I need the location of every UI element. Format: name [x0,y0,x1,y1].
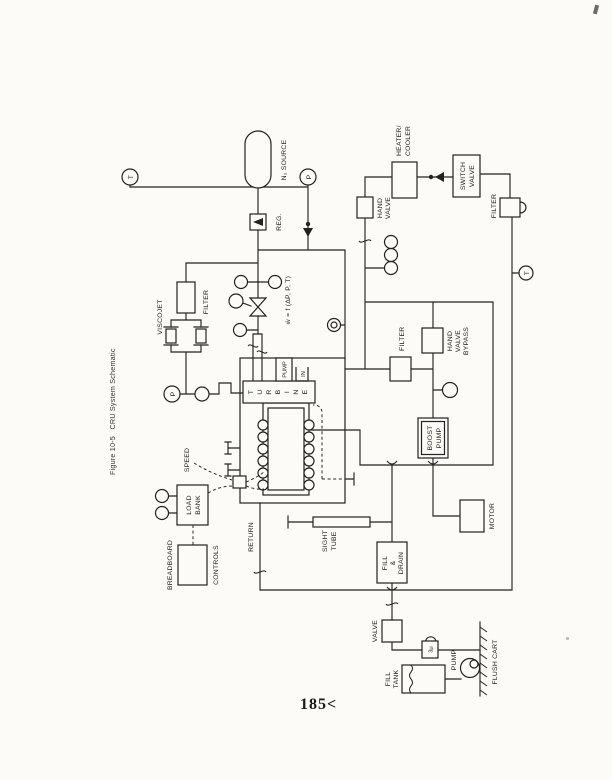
regulator-valve: REG. [249,213,283,231]
inlet-label: IN [301,371,307,377]
flush-cart-label: FLUSH CART [492,639,499,684]
sight-tube: SIGHT TUBE [312,516,371,552]
heater-cooler-label: COOLER [405,126,412,156]
instrumentation-leads: SPEED [184,404,346,494]
load-bank: LOAD BANK [154,484,209,526]
scan-artifact [592,4,600,15]
temp-sensor-gas: T [121,168,139,186]
hand-valve-bypass: HAND VALVE BYPASS [421,327,470,355]
line-break-marks [247,239,399,606]
n2-source-tank: N₂ SOURCE [244,130,288,189]
regulator-label: REG. [276,213,283,231]
press-sensor-gas-label: P [306,174,313,179]
gauge-manifold [383,234,399,276]
bypass-port [441,381,459,399]
mounting-posts [224,441,241,477]
turbine-letter: U [257,389,264,394]
hand-valve-label: HAND [377,198,384,218]
cart-pump: PUMP [451,649,481,679]
fill-drain-label: DRAIN [398,552,405,574]
turbine-letter: N [293,389,300,394]
pressure-tap [232,322,248,338]
hand-valve-bypass-label: BYPASS [463,327,470,355]
check-valve-gas-icon [303,221,313,237]
temp-sensor-loop-label: T [524,271,531,275]
turbine-letter: T [248,390,255,394]
pipe-network [129,173,520,680]
alternator-housing [262,402,310,496]
temp-sensor-loop: T [518,265,534,281]
fill-valve: VALVE [372,619,403,643]
filter-loop-label: FILTER [399,327,406,351]
controls-label: CONTROLS [213,545,220,585]
fill-tank-label: FILL [385,672,392,687]
cross-fitting [233,274,283,290]
n2-source-label: N₂ SOURCE [281,139,288,180]
boost-pump: BOOST PUMP [417,417,449,459]
cru-enclosure: T U R B I N E PUMP IN [224,357,346,504]
filter-top-right-label: FILTER [491,194,498,218]
fill-drain-label: & [390,560,397,565]
fill-drain: FILL & DRAIN [376,541,408,584]
motor: MOTOR [459,499,496,533]
turbine-letter: R [266,389,273,394]
turbine-letter: I [284,391,291,393]
breadboard-label: BREADBOARD [167,540,174,590]
heater-cooler: HEATER/ COOLER [391,125,418,199]
flush-cart-ground: FLUSH CART [479,621,499,697]
temp-sensor-gas-label: T [128,175,135,179]
hand-valve-label: VALVE [385,197,392,219]
fill-tank-label: TANK [393,669,400,688]
boost-pump-label: BOOST [427,425,434,450]
page-number: 185< [300,696,338,713]
rotated-schematic: N₂ SOURCE REG. T P [100,90,560,700]
heater-cooler-label: HEATER/ [396,125,403,156]
speed-label: SPEED [184,448,191,472]
viscojet-label: VISCOJET [157,299,164,334]
venturi-flowmeter [228,293,268,317]
sight-tube-label: SIGHT [322,530,329,552]
merge-junction-marks [386,460,439,591]
fill-valve-label: VALVE [372,620,379,642]
turbine-letter: E [302,389,309,394]
flow-equation: ẇ = f (ΔP, P, T) [285,276,292,325]
switch-valve-label: VALVE [469,165,476,187]
turbine-letter: B [275,389,282,394]
breadboard-controls: BREADBOARD CONTROLS [167,525,220,590]
filter-loop: FILTER [389,327,412,382]
fill-drain-label: FILL [382,556,389,571]
filter-top-right: FILTER [491,194,527,218]
boost-pump-label: PUMP [436,427,443,448]
scan-artifact [566,637,569,640]
press-sensor-bearing: P [163,385,210,403]
cart-pump-label: PUMP [451,649,458,670]
press-sensor-bearing-label: P [170,391,177,396]
pump-section-label: PUMP [283,361,289,378]
pump-section: PUMP IN [275,357,309,382]
return-label: RETURN [248,522,255,552]
micron-filter-label: 3μ [429,646,435,652]
viscojet-filter-branch: VISCOJET FILTER [157,281,210,346]
stator-coils [257,419,315,491]
hand-valve-bypass-label: HAND [447,331,454,351]
cru-schematic-drawing: N₂ SOURCE REG. T P [108,125,534,697]
figure-caption: Figure 10-5 CRU System Schematic [108,348,117,475]
speed-pickup [232,475,247,489]
switch-valve: SWITCH VALVE [452,154,481,198]
quick-disconnect-port [326,317,342,333]
switch-valve-label: SWITCH [460,162,467,190]
fill-tank: FILL TANK [385,664,446,694]
motor-label: MOTOR [489,503,496,529]
hand-valve: HAND VALVE [356,196,392,219]
load-bank-label: BANK [195,495,202,515]
load-bank-label: LOAD [186,495,193,515]
check-valve-loop-icon [428,172,444,182]
turbine-block: T U R B I N E [242,380,316,404]
micron-filter: 3μ [421,636,439,659]
sight-tube-label: TUBE [331,531,338,550]
viscojet-filter-label: FILTER [203,290,210,314]
hand-valve-bypass-label: VALVE [455,330,462,352]
press-sensor-gas: P [299,168,317,186]
